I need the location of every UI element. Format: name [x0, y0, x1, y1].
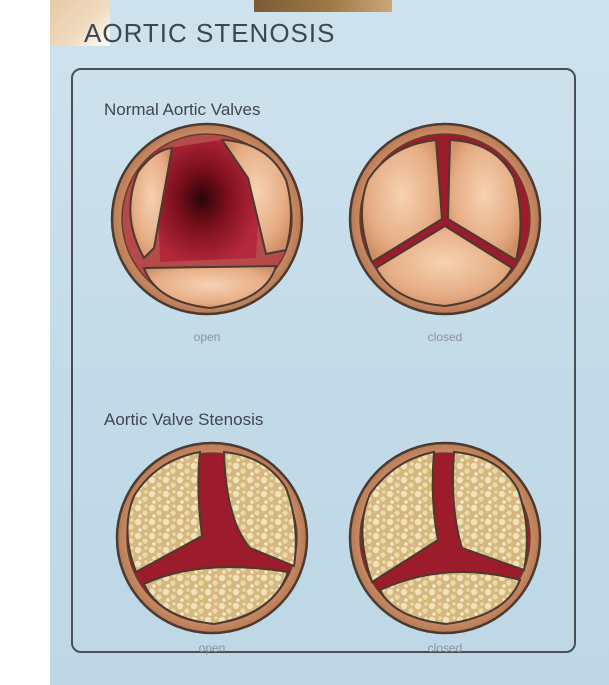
valve-normal-open [112, 124, 302, 314]
valve-stenosis-closed [350, 443, 540, 633]
poster: AORTIC STENOSIS Normal Aortic Valves Aor… [50, 0, 609, 685]
valve-stenosis-open [117, 443, 307, 633]
valve-caption-stenosis-closed: closed [385, 641, 505, 655]
valve-caption-stenosis-open: open [152, 641, 272, 655]
valve-diagram [50, 0, 609, 685]
valve-caption-normal-open: open [147, 330, 267, 344]
valve-normal-closed [350, 124, 540, 314]
valve-caption-normal-closed: closed [385, 330, 505, 344]
